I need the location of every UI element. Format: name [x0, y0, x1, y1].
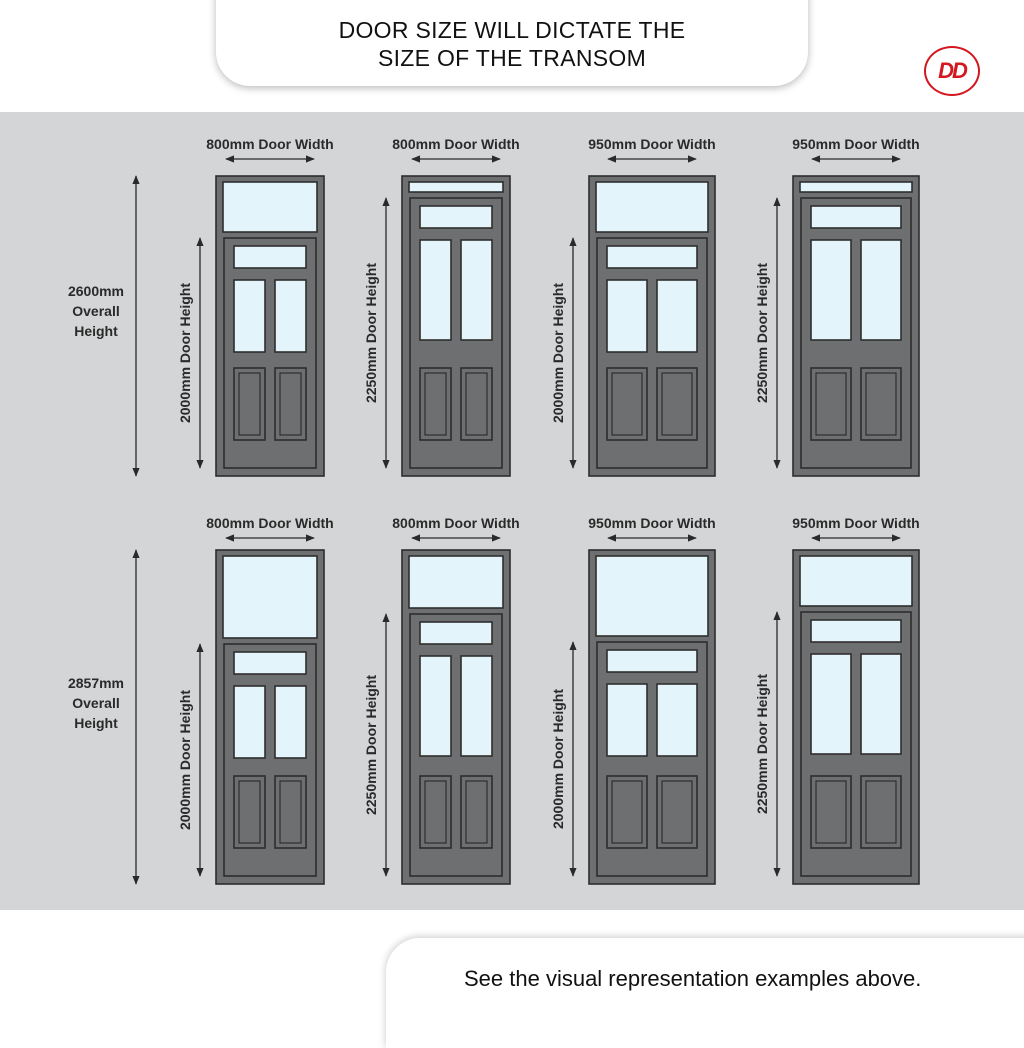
door-bottom-panel-inset	[279, 372, 302, 436]
door-height-label: 2250mm Door Height	[754, 263, 770, 403]
title-line-2: SIZE OF THE TRANSOM	[377, 45, 647, 71]
door-glass-right	[656, 279, 698, 353]
door-height-label: 2000mm Door Height	[177, 690, 193, 830]
door-height-label: 2000mm Door Height	[550, 689, 566, 829]
door-bottom-panel-inset	[611, 780, 643, 844]
door-top-glass	[233, 651, 307, 675]
transom-glass	[595, 181, 709, 233]
door-glass-left	[810, 653, 852, 755]
transom-glass	[222, 555, 318, 639]
overall-height-label: 2600mm	[68, 283, 124, 299]
door-glass-left	[419, 655, 452, 757]
footer-caption: See the visual representation examples a…	[464, 966, 922, 991]
header-card: DOOR SIZE WILL DICTATE THE SIZE OF THE T…	[216, 0, 808, 86]
door-glass-right	[656, 683, 698, 757]
door-glass-right	[274, 279, 307, 353]
door-glass-left	[233, 685, 266, 759]
footer-card: See the visual representation examples a…	[386, 938, 1024, 1048]
door-top-glass	[419, 205, 493, 229]
transom-glass	[222, 181, 318, 233]
overall-height-label: 2857mm	[68, 675, 124, 691]
door-top-glass	[810, 205, 902, 229]
door-top-glass	[606, 245, 698, 269]
door-bottom-panel-inset	[661, 372, 693, 436]
door-bottom-panel-inset	[238, 372, 261, 436]
door-width-label: 800mm Door Width	[206, 136, 333, 152]
transom-glass	[799, 181, 913, 193]
door-height-label: 2000mm Door Height	[177, 283, 193, 423]
door-glass-left	[810, 239, 852, 341]
door-bottom-panel-inset	[611, 372, 643, 436]
transom-glass	[595, 555, 709, 637]
door-width-label: 800mm Door Width	[392, 136, 519, 152]
door-bottom-panel-inset	[865, 780, 897, 844]
door-height-label: 2250mm Door Height	[754, 674, 770, 814]
door-glass-right	[460, 655, 493, 757]
door-glass-right	[860, 653, 902, 755]
door-bottom-panel-inset	[238, 780, 261, 844]
door-bottom-panel-inset	[661, 780, 693, 844]
door-glass-left	[233, 279, 266, 353]
door-width-label: 950mm Door Width	[588, 136, 715, 152]
door-width-label: 950mm Door Width	[792, 515, 919, 531]
title-line-1: DOOR SIZE WILL DICTATE THE	[338, 17, 686, 43]
transom-glass	[408, 181, 504, 193]
door-glass-right	[460, 239, 493, 341]
door-glass-right	[274, 685, 307, 759]
door-glass-left	[419, 239, 452, 341]
door-bottom-panel-inset	[424, 780, 447, 844]
door-bottom-panel-inset	[465, 780, 488, 844]
overall-height-label: Overall	[72, 303, 119, 319]
door-width-label: 800mm Door Width	[392, 515, 519, 531]
door-bottom-panel-inset	[815, 780, 847, 844]
door-top-glass	[233, 245, 307, 269]
door-bottom-panel-inset	[424, 372, 447, 436]
transom-glass	[408, 555, 504, 609]
door-bottom-panel-inset	[815, 372, 847, 436]
door-width-label: 800mm Door Width	[206, 515, 333, 531]
door-width-label: 950mm Door Width	[792, 136, 919, 152]
door-top-glass	[419, 621, 493, 645]
door-height-label: 2250mm Door Height	[363, 263, 379, 403]
door-bottom-panel-inset	[465, 372, 488, 436]
overall-height-label: Height	[74, 323, 118, 339]
door-glass-left	[606, 683, 648, 757]
door-bottom-panel-inset	[279, 780, 302, 844]
overall-height-label: Overall	[72, 695, 119, 711]
door-bottom-panel-inset	[865, 372, 897, 436]
door-glass-left	[606, 279, 648, 353]
overall-height-label: Height	[74, 715, 118, 731]
door-width-label: 950mm Door Width	[588, 515, 715, 531]
door-top-glass	[810, 619, 902, 643]
brand-logo[interactable]: DD	[924, 46, 980, 96]
transom-glass	[799, 555, 913, 607]
door-height-label: 2250mm Door Height	[363, 675, 379, 815]
logo-text: DD	[938, 58, 968, 83]
door-height-label: 2000mm Door Height	[550, 283, 566, 423]
door-top-glass	[606, 649, 698, 673]
door-glass-right	[860, 239, 902, 341]
